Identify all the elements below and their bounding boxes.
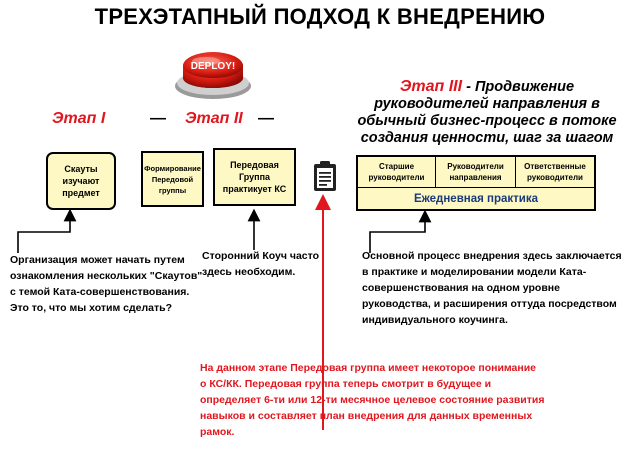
- stage3-title: Продвижение руководителей направления в …: [357, 79, 617, 146]
- grid-cell-senior-label: Старшие руководители: [368, 162, 425, 182]
- clipboard-icon: [314, 161, 336, 191]
- arrow-stage1: [17, 208, 77, 253]
- stage2-label: Этап II: [185, 110, 243, 127]
- stage1-label: Этап I: [52, 110, 106, 127]
- note-stage3: Основной процесс внедрения здесь заключа…: [362, 250, 622, 326]
- grid-cell-direction-label: Руководители направления: [447, 162, 504, 182]
- note-coach: Сторонний Коуч часто здесь необходим.: [202, 250, 320, 278]
- dash-right: —: [258, 110, 274, 127]
- stage3-heading: Этап III - Продвижение руководителей нап…: [357, 78, 617, 146]
- grid-cell-senior: Старшие руководители: [358, 157, 436, 187]
- note-plan: На данном этапе Передовая группа имеет н…: [200, 362, 545, 438]
- stage3-grid: Старшие руководители Руководители направ…: [356, 155, 596, 211]
- grid-daily-practice: Ежедневная практика: [358, 187, 594, 210]
- deploy-button-icon: DEPLOY!: [175, 52, 251, 99]
- practice-box: Передовая Группа практикует КС: [213, 148, 296, 206]
- dash-left: —: [150, 110, 166, 127]
- scouts-box-label: Скауты изучают предмет: [62, 164, 100, 198]
- grid-cell-responsible: Ответственные руководители: [516, 157, 594, 187]
- grid-cell-direction: Руководители направления: [436, 157, 516, 187]
- note-stage1: Организация может начать путем ознакомле…: [10, 254, 203, 314]
- grid-cell-responsible-label: Ответственные руководители: [524, 162, 586, 182]
- scouts-box: Скауты изучают предмет: [46, 152, 116, 210]
- deploy-label: DEPLOY!: [191, 61, 235, 72]
- forming-box-label: Формирование Передовой группы: [144, 163, 201, 195]
- forming-box: Формирование Передовой группы: [141, 151, 204, 207]
- practice-box-label: Передовая Группа практикует КС: [222, 160, 287, 194]
- page-title: ТРЕХЭТАПНЫЙ ПОДХОД К ВНЕДРЕНИЮ: [94, 4, 546, 29]
- stage3-label: Этап III: [399, 78, 463, 95]
- arrow-stage3: [369, 209, 432, 253]
